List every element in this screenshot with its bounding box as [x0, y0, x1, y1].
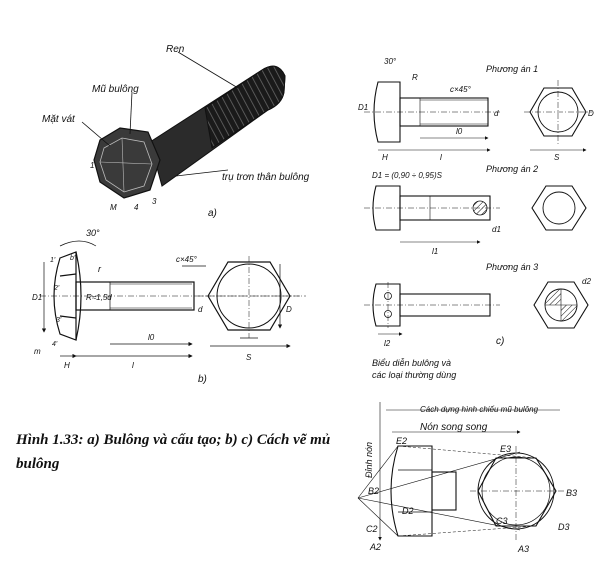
b-angle-30: 30°	[86, 228, 100, 238]
c-dim-h: H	[382, 153, 388, 162]
figure-a-bolt-3d: Ren Mũ bulông Mặt vát trụ trơn thân bulô…	[42, 44, 310, 219]
c-chamfer: c×45°	[450, 85, 472, 94]
c-dim-d1-hole: d1	[492, 225, 501, 234]
d-point-c2: C2	[366, 524, 378, 534]
b-point-2: 2'	[53, 285, 60, 292]
b-dim-big-d: D	[286, 305, 292, 314]
point-4: 4	[134, 203, 139, 212]
b-dim-l: l	[132, 361, 134, 370]
d-cone-parallel: Nón song song	[420, 422, 488, 433]
figure-d-labels: Cách dựng hình chiếu mũ bulông Nón song …	[364, 405, 577, 554]
c-dim-d2: d2	[582, 277, 591, 286]
b-point-b: b'	[70, 255, 76, 262]
c-dim-d: d	[494, 109, 499, 118]
c-angle-30: 30°	[384, 57, 397, 66]
d-title: Cách dựng hình chiếu mũ bulông	[420, 405, 539, 414]
figure-c-variant-2	[364, 185, 587, 244]
d-cone-apex: Đỉnh nón	[364, 442, 374, 478]
c-dim-big-d: D	[588, 109, 594, 118]
c-dim-l1: l1	[432, 247, 438, 256]
b-dim-l0: l0	[148, 333, 155, 342]
b-point-3: 3'	[56, 317, 62, 324]
d-point-a3: A3	[517, 544, 529, 554]
c-dim-l: l	[440, 153, 442, 162]
d-point-e3: E3	[500, 444, 511, 454]
c-formula: D1 = (0,90 ÷ 0,95)S	[372, 171, 443, 180]
d-point-c3: C3	[496, 516, 508, 526]
figure-c-variant-2-labels: Phương án 2 l1 d1	[432, 164, 538, 256]
b-dim-d1: D1	[32, 293, 42, 302]
sub-a: a)	[208, 208, 217, 219]
b-fillet: r	[98, 264, 102, 274]
c-dim-l0: l0	[456, 127, 463, 136]
d-point-d3: D3	[558, 522, 570, 532]
c-note-1: Biểu diễn bulông và	[372, 358, 451, 368]
c-dim-r: R	[412, 73, 418, 82]
d-point-e2: E2	[396, 436, 407, 446]
label-plain-shank: trụ trơn thân bulông	[222, 172, 310, 183]
sub-c: c)	[496, 336, 504, 347]
point-1: 1	[90, 161, 94, 170]
d-point-d2: D2	[402, 506, 414, 516]
b-point-1: 1'	[50, 257, 56, 264]
c-dim-s: S	[554, 153, 560, 162]
figure-c-variant-3-labels: Phương án 3 l2 d2 c) Biểu diễn bulông và…	[372, 262, 591, 380]
b-dim-d: d	[198, 305, 203, 314]
point-3: 3	[152, 197, 157, 206]
sub-b: b)	[198, 374, 207, 385]
figure-d-construction	[357, 402, 566, 541]
figure-c-variant-1	[364, 80, 592, 152]
b-dim-s: S	[246, 353, 252, 362]
c-dim-l2: l2	[384, 339, 391, 348]
label-chamfer-face: Mặt vát	[42, 114, 76, 125]
variant-2-title: Phương án 2	[486, 164, 538, 174]
d-point-b3: B3	[566, 488, 577, 498]
figure-c-variant-1-labels: Phương án 1 30° c×45° R D1 d D H l l0 S …	[358, 57, 594, 180]
b-point-4: 4'	[52, 341, 58, 348]
b-radius: R≈1,5d	[86, 293, 112, 302]
c-note-2: các loại thường dùng	[372, 370, 456, 380]
figure-c-variant-3	[364, 281, 589, 336]
b-dim-h: H	[64, 361, 70, 370]
label-thread: Ren	[166, 44, 185, 55]
variant-3-title: Phương án 3	[486, 262, 538, 272]
point-m: M	[110, 203, 117, 212]
figure-b-labels: 30° c×45° R≈1,5d r D1 d D S H l l0 m 1' …	[32, 228, 292, 385]
c-dim-d1: D1	[358, 103, 368, 112]
b-chamfer: c×45°	[176, 255, 198, 264]
figure-b-bolt-views	[40, 240, 306, 359]
d-point-a2: A2	[369, 542, 381, 552]
variant-1-title: Phương án 1	[486, 64, 538, 74]
b-point-m: m	[34, 347, 41, 356]
label-bolt-head: Mũ bulông	[92, 84, 139, 95]
d-point-b2: B2	[368, 486, 379, 496]
figure-caption: Hình 1.33: a) Bulông và cấu tạo; b) c) C…	[16, 432, 331, 472]
